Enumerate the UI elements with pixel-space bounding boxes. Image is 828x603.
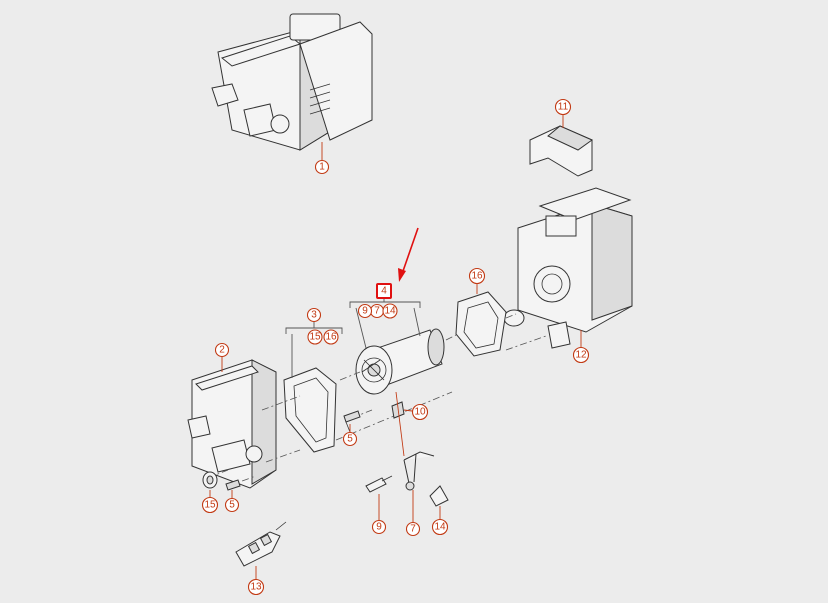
callout-13[interactable]: 13 (247, 578, 265, 596)
callout-12-label: 12 (575, 350, 587, 361)
part-remote-key (235, 521, 287, 567)
callout-9-label: 9 (376, 522, 382, 533)
bracket-part-4 (349, 298, 421, 349)
callout-7-label: 7 (410, 524, 416, 535)
callout-12[interactable]: 12 (572, 346, 590, 364)
part-gasket-right (455, 291, 507, 357)
callout-11[interactable]: 11 (554, 98, 572, 116)
callout-1-label: 1 (319, 162, 325, 173)
callout-10[interactable]: 10 (411, 403, 429, 421)
callout-15-bracket-label: 15 (309, 332, 321, 343)
part-flame-sensor (403, 451, 435, 491)
red-pointer-arrow (398, 227, 419, 282)
part-clip (429, 485, 449, 507)
callout-16-bracket[interactable]: 16 (323, 329, 339, 345)
callout-14-bracket[interactable]: 14 (382, 303, 398, 319)
part-screw-5-lower (225, 479, 241, 491)
callout-2[interactable]: 2 (214, 342, 230, 358)
callout-5-lower-label: 5 (229, 500, 235, 511)
callout-15-label: 15 (204, 500, 216, 511)
callout-11-label: 11 (558, 102, 569, 113)
part-glow-plug (365, 475, 393, 493)
callout-4-highlighted[interactable]: 4 (376, 283, 392, 299)
part-screw-5-upper (343, 410, 361, 433)
callout-9-bracket-label: 9 (362, 306, 368, 317)
assembly-axis-upper (261, 313, 517, 411)
callout-1[interactable]: 1 (314, 159, 330, 175)
callout-7-bracket-label: 7 (374, 306, 380, 317)
callout-5-lower[interactable]: 5 (224, 497, 240, 513)
callout-16-bracket-label: 16 (325, 332, 337, 343)
part-air-fan (355, 328, 445, 395)
callout-7-bracket[interactable]: 7 (369, 303, 385, 319)
callout-4-label: 4 (381, 286, 387, 297)
callout-13-label: 13 (250, 582, 262, 593)
callout-3[interactable]: 3 (306, 307, 322, 323)
callout-14-bracket-label: 14 (384, 306, 396, 317)
callout-3-label: 3 (311, 310, 317, 321)
callout-14[interactable]: 14 (431, 518, 449, 536)
callout-15[interactable]: 15 (201, 496, 219, 514)
part-grommet (202, 471, 218, 489)
callout-9-bracket[interactable]: 9 (357, 303, 373, 319)
part-burner-head (187, 359, 277, 489)
callout-10-label: 10 (414, 407, 426, 418)
callout-5-upper-label: 5 (347, 434, 353, 445)
callout-14-label: 14 (434, 522, 446, 533)
callout-16-label: 16 (471, 271, 483, 282)
callout-16[interactable]: 16 (468, 267, 486, 285)
callout-7[interactable]: 7 (405, 521, 421, 537)
callout-15-bracket[interactable]: 15 (307, 329, 323, 345)
part-heater-assembly (211, 13, 373, 151)
part-cover (529, 125, 594, 177)
callout-9[interactable]: 9 (371, 519, 387, 535)
part-heat-exchanger (503, 187, 633, 349)
part-gasket-left (283, 367, 337, 453)
callout-2-label: 2 (219, 345, 225, 356)
callout-5-upper[interactable]: 5 (342, 431, 358, 447)
